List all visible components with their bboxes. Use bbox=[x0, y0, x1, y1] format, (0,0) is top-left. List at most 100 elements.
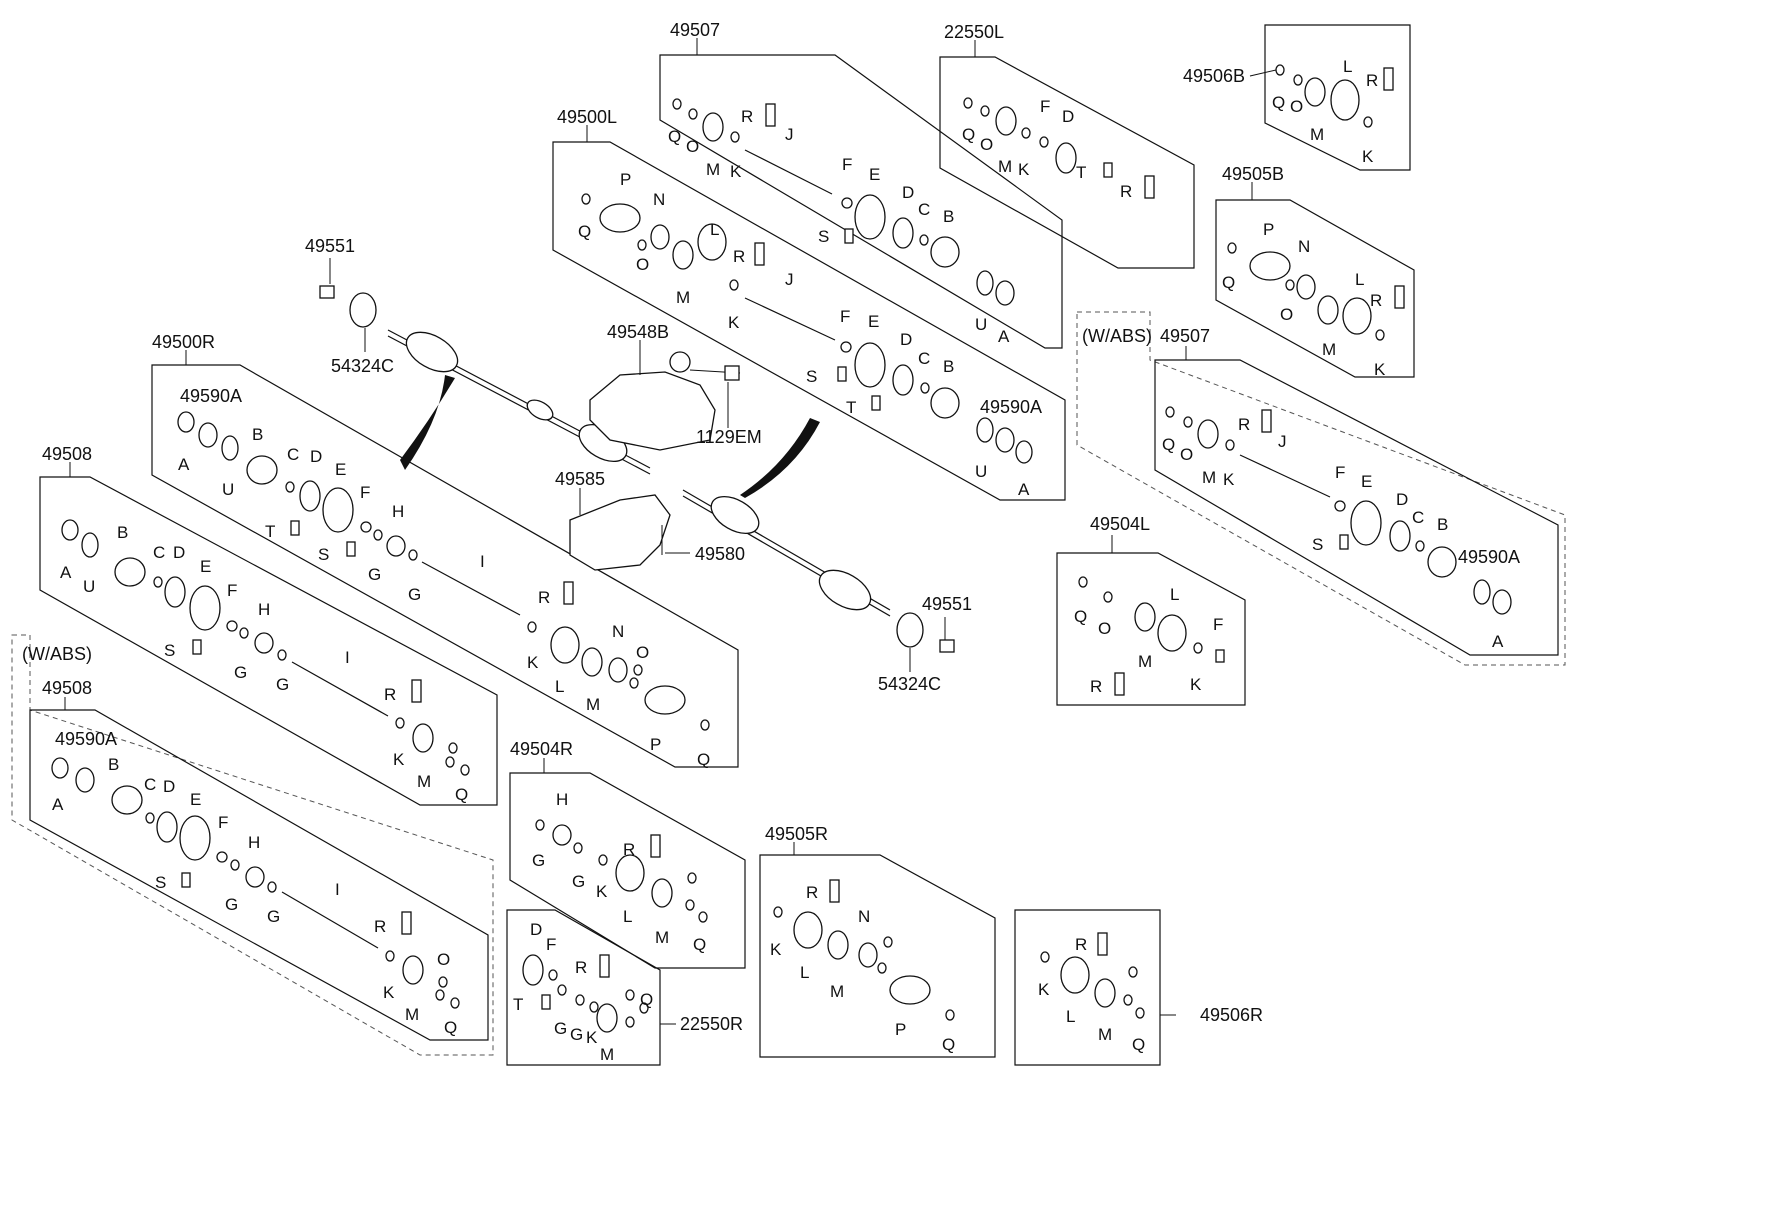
nut-49551-bottom bbox=[939, 639, 955, 653]
part-boot bbox=[179, 815, 211, 861]
part-ring bbox=[1225, 439, 1235, 451]
letter-E: E bbox=[335, 460, 346, 479]
letter-M: M bbox=[676, 288, 690, 307]
letter-Q: Q bbox=[1074, 607, 1087, 626]
part-grease bbox=[192, 639, 202, 655]
letter-L: L bbox=[800, 963, 809, 982]
panel-49508-abs-dashed bbox=[11, 634, 494, 1056]
letter-M: M bbox=[1310, 125, 1324, 144]
letter-T: T bbox=[513, 995, 523, 1014]
part-ring bbox=[385, 950, 395, 962]
part-ring bbox=[61, 519, 79, 541]
part-damper bbox=[245, 866, 265, 888]
part-ring bbox=[976, 270, 994, 296]
label-49590A-left-shaft: 49590A bbox=[980, 397, 1042, 417]
letter-L: L bbox=[555, 677, 564, 696]
label-49508: 49508 bbox=[42, 444, 92, 464]
panel-49504R bbox=[509, 772, 746, 969]
letter-F: F bbox=[842, 155, 852, 174]
letter-T: T bbox=[846, 398, 856, 417]
label-49505B: 49505B bbox=[1222, 164, 1284, 184]
part-ring bbox=[81, 532, 99, 558]
pointer-wedge-right bbox=[740, 418, 820, 498]
part-ring bbox=[589, 1001, 599, 1013]
part-ring bbox=[239, 627, 249, 639]
letter-B: B bbox=[117, 523, 128, 542]
panel-22550R bbox=[506, 909, 661, 1066]
part-bearing bbox=[608, 657, 628, 683]
letter-K: K bbox=[383, 983, 395, 1002]
letter-R: R bbox=[1238, 415, 1250, 434]
part-ring bbox=[221, 435, 239, 461]
label-49500R: 49500R bbox=[152, 332, 215, 352]
upper-inner-boot bbox=[405, 331, 459, 373]
part-ring bbox=[435, 989, 445, 1001]
letter-O: O bbox=[1290, 97, 1303, 116]
part-ring bbox=[773, 906, 783, 918]
label-49590A-abs-right: 49590A bbox=[55, 729, 117, 749]
part-ring bbox=[980, 105, 990, 117]
bracket-49548B-boss bbox=[669, 351, 691, 373]
letter-Q: Q bbox=[1272, 93, 1285, 112]
letter-O: O bbox=[636, 255, 649, 274]
part-boot bbox=[1342, 297, 1372, 335]
letter-D: D bbox=[1396, 490, 1408, 509]
part-ring bbox=[75, 767, 95, 793]
letter-N: N bbox=[1298, 237, 1310, 256]
part-ring bbox=[1094, 978, 1116, 1008]
letter-M: M bbox=[586, 695, 600, 714]
part-ring bbox=[1193, 642, 1203, 654]
part-ring bbox=[360, 521, 372, 533]
part-boot bbox=[793, 911, 823, 949]
letter-C: C bbox=[153, 543, 165, 562]
part-housing bbox=[599, 203, 641, 233]
letter-O: O bbox=[980, 135, 993, 154]
letter-K: K bbox=[728, 313, 740, 332]
part-grease bbox=[541, 994, 551, 1010]
part-grease bbox=[599, 954, 610, 978]
part-ring bbox=[1183, 416, 1193, 428]
part-ring bbox=[226, 620, 238, 632]
washer-54324C-bottom bbox=[896, 612, 924, 648]
letter-M: M bbox=[417, 772, 431, 791]
part-ring bbox=[596, 1003, 618, 1033]
part-boot bbox=[697, 223, 727, 261]
letter-E: E bbox=[1361, 472, 1372, 491]
part-ring bbox=[1473, 579, 1491, 605]
panel-49508-abs bbox=[29, 709, 489, 1041]
letter-S: S bbox=[155, 873, 166, 892]
part-ring bbox=[522, 954, 544, 986]
letter-R: R bbox=[1366, 71, 1378, 90]
panel-49508 bbox=[39, 476, 498, 806]
part-clip bbox=[1415, 540, 1425, 552]
letter-K: K bbox=[1038, 980, 1050, 999]
letter-I: I bbox=[480, 552, 485, 571]
letter-M: M bbox=[600, 1045, 614, 1064]
letter-R: R bbox=[1120, 182, 1132, 201]
label-22550L: 22550L bbox=[944, 22, 1004, 42]
panel-outlines bbox=[11, 24, 1566, 1066]
part-ring bbox=[995, 106, 1017, 136]
part-ring bbox=[581, 647, 603, 677]
part-joint bbox=[930, 387, 960, 419]
letter-P: P bbox=[895, 1020, 906, 1039]
part-damper bbox=[386, 535, 406, 557]
letter-A: A bbox=[998, 327, 1010, 346]
label-49506R: 49506R bbox=[1200, 1005, 1263, 1025]
part-ring bbox=[827, 930, 849, 960]
letter-K: K bbox=[393, 750, 405, 769]
part-boot bbox=[322, 487, 354, 533]
letter-Q: Q bbox=[578, 222, 591, 241]
letter-R: R bbox=[1090, 677, 1102, 696]
bracket-49548B bbox=[589, 371, 716, 451]
part-ring bbox=[883, 936, 893, 948]
letter-O: O bbox=[686, 137, 699, 156]
letter-Q: Q bbox=[640, 990, 653, 1009]
part-clip bbox=[153, 576, 163, 588]
letter-M: M bbox=[1098, 1025, 1112, 1044]
part-ring bbox=[698, 911, 708, 923]
letter-D: D bbox=[173, 543, 185, 562]
part-grease bbox=[290, 520, 300, 536]
letter-L: L bbox=[1343, 57, 1352, 76]
